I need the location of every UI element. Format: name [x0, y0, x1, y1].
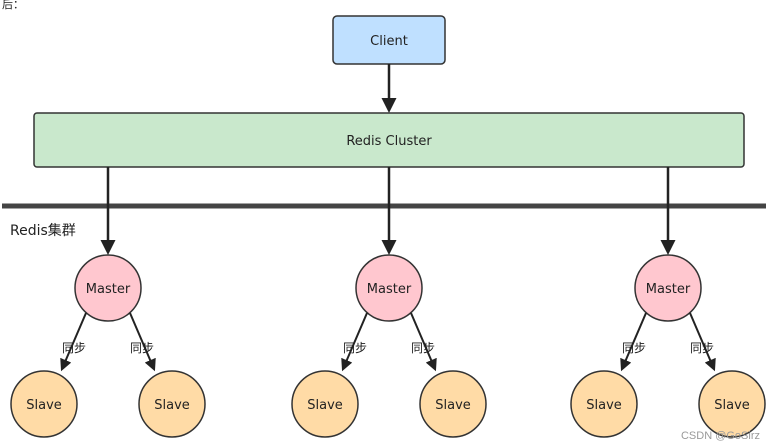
- slave-node: [10, 370, 78, 438]
- client-label: Client: [370, 34, 408, 49]
- sync-label-right: 同步: [411, 341, 435, 355]
- slave-label: Slave: [307, 398, 343, 413]
- sync-arrow-left: [341, 312, 368, 372]
- slave-node: [570, 370, 638, 438]
- master-node: [634, 254, 702, 322]
- slave-node: [138, 370, 206, 438]
- sync-label-right: 同步: [690, 341, 714, 355]
- slave-label: Slave: [26, 398, 62, 413]
- master-label: Master: [367, 282, 412, 297]
- sync-label-left: 同步: [343, 341, 367, 355]
- slave-label: Slave: [586, 398, 622, 413]
- slave-node: [419, 370, 487, 438]
- master-node: [355, 254, 423, 322]
- watermark: CSDN @GoSirz: [680, 430, 760, 442]
- sync-arrow-left: [620, 312, 647, 372]
- master-label: Master: [86, 282, 131, 297]
- sync-arrow-right: [410, 312, 437, 372]
- sync-arrow-left: [60, 312, 87, 372]
- master-node: [74, 254, 142, 322]
- sync-arrow-right: [129, 312, 156, 372]
- redis-group-label: Redis集群: [10, 222, 76, 239]
- top-partial-label: 后：: [2, 0, 24, 11]
- sync-arrow-right: [689, 312, 716, 372]
- slave-label: Slave: [714, 398, 750, 413]
- sync-label-left: 同步: [622, 341, 646, 355]
- sync-label-left: 同步: [62, 341, 86, 355]
- sync-label-right: 同步: [130, 341, 154, 355]
- slave-node: [291, 370, 359, 438]
- master-label: Master: [646, 282, 691, 297]
- redis-cluster-label: Redis Cluster: [346, 134, 432, 149]
- slave-node: [698, 370, 766, 438]
- slave-label: Slave: [435, 398, 471, 413]
- slave-label: Slave: [154, 398, 190, 413]
